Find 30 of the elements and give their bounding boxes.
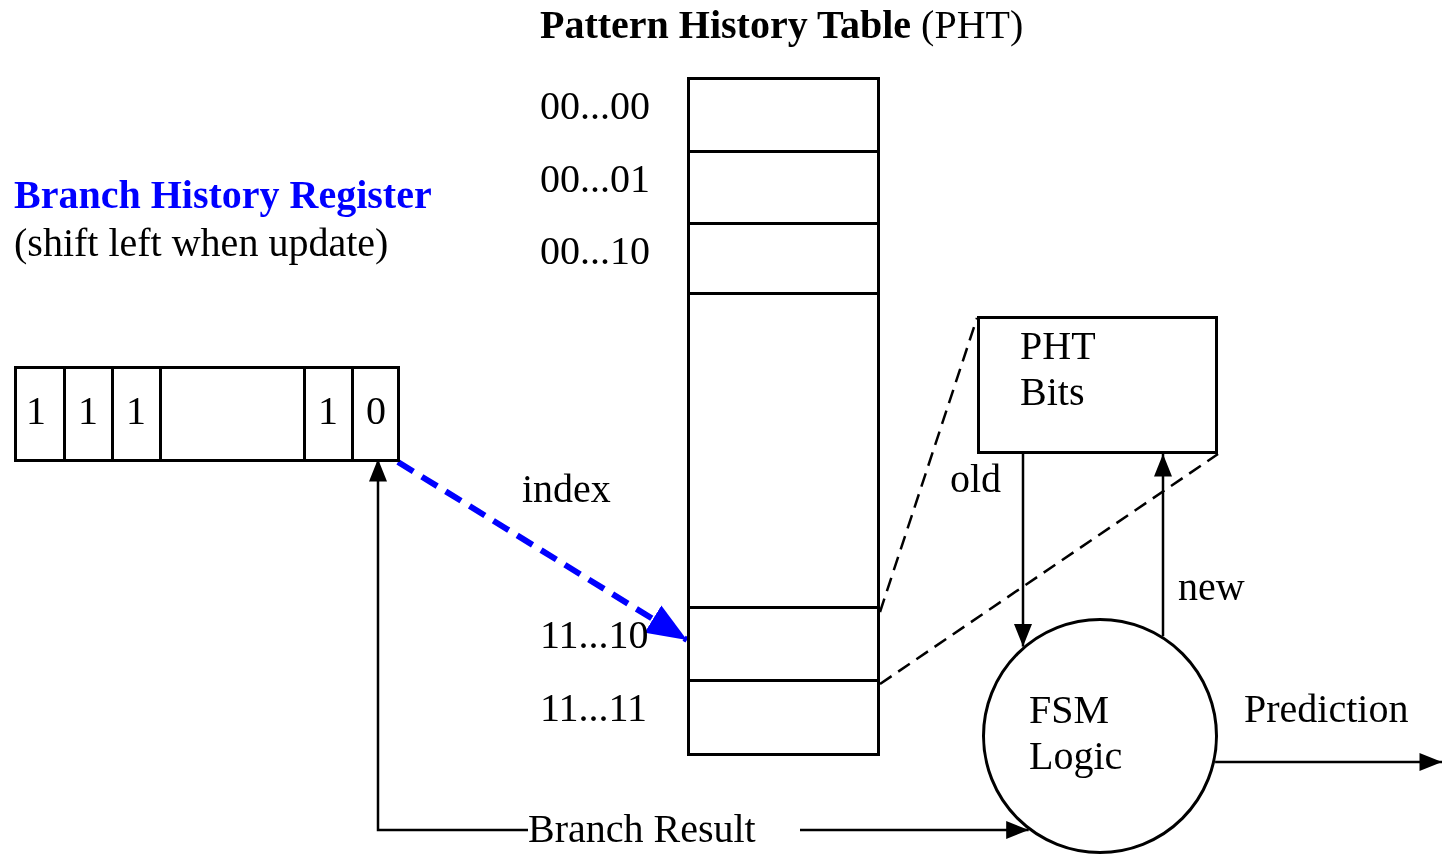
projection-line xyxy=(878,317,979,613)
heading: Branch History Register xyxy=(14,172,432,218)
table-row xyxy=(687,606,880,682)
row-index: 00...00 xyxy=(540,83,650,129)
bit-cell: 1 xyxy=(111,366,159,462)
row-index: 00...10 xyxy=(540,228,650,274)
bit-cell: 1 xyxy=(303,366,351,462)
row-index: 11...10 xyxy=(540,612,649,658)
logic-circle: FSM Logic xyxy=(982,618,1218,854)
arrow xyxy=(369,459,528,832)
projection-line xyxy=(879,452,1219,686)
arrow xyxy=(1014,454,1032,647)
bit-cell: 1 xyxy=(63,366,111,462)
row-index: 11...11 xyxy=(540,685,648,731)
row-index: 00...01 xyxy=(540,156,650,202)
arrow xyxy=(1215,753,1442,771)
table-row xyxy=(687,679,880,756)
bit-cell: 1 xyxy=(14,366,63,462)
table-row xyxy=(687,292,880,609)
heading: Pattern History Table (PHT) xyxy=(540,2,1024,48)
table-row xyxy=(687,150,880,225)
table-row xyxy=(687,77,880,153)
arrow xyxy=(1154,454,1172,637)
table-row xyxy=(687,222,880,295)
label-text: Branch Result xyxy=(528,806,800,850)
arrow xyxy=(396,459,689,643)
bit-cell: 0 xyxy=(351,366,400,462)
register-box: PHT Bits xyxy=(977,316,1218,454)
arrow xyxy=(800,821,1029,839)
subheading: (shift left when update) xyxy=(14,220,389,266)
